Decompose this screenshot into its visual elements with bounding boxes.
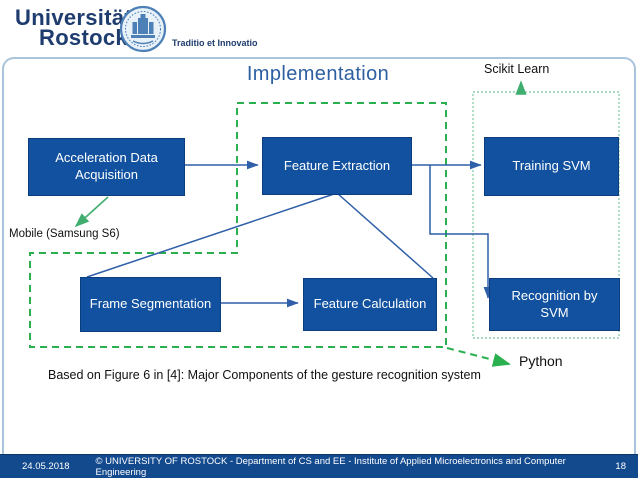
footer-page-number: 18 <box>615 461 626 472</box>
page-title: Implementation <box>246 63 390 85</box>
box-acceleration-data-acquisition: Acceleration Data Acquisition <box>28 138 185 196</box>
university-motto: Traditio et Innovatio <box>172 38 258 48</box>
figure-caption: Based on Figure 6 in [4]: Major Componen… <box>48 368 481 382</box>
slide-footer: 24.05.2018 © UNIVERSITY OF ROSTOCK - Dep… <box>0 454 638 478</box>
label-python: Python <box>519 353 563 369</box>
slide-header: Universität Rostock Traditio et Innovati… <box>0 0 638 57</box>
box-recognition-by-svm: Recognition by SVM <box>489 278 620 331</box>
university-logo-line1: Universität <box>15 5 133 30</box>
label-scikit-learn: Scikit Learn <box>484 62 550 76</box>
box-feature-calculation: Feature Calculation <box>303 278 437 331</box>
box-frame-segmentation: Frame Segmentation <box>80 277 221 332</box>
box-feature-extraction: Feature Extraction <box>262 137 412 195</box>
slide-border <box>2 57 636 458</box>
university-seal-icon <box>119 5 167 53</box>
footer-text: © UNIVERSITY OF ROSTOCK - Department of … <box>95 455 566 478</box>
box-training-svm: Training SVM <box>484 137 619 196</box>
university-logo-line2: Rostock <box>39 25 128 50</box>
label-mobile-samsung: Mobile (Samsung S6) <box>9 228 120 240</box>
footer-date: 24.05.2018 <box>22 461 70 472</box>
